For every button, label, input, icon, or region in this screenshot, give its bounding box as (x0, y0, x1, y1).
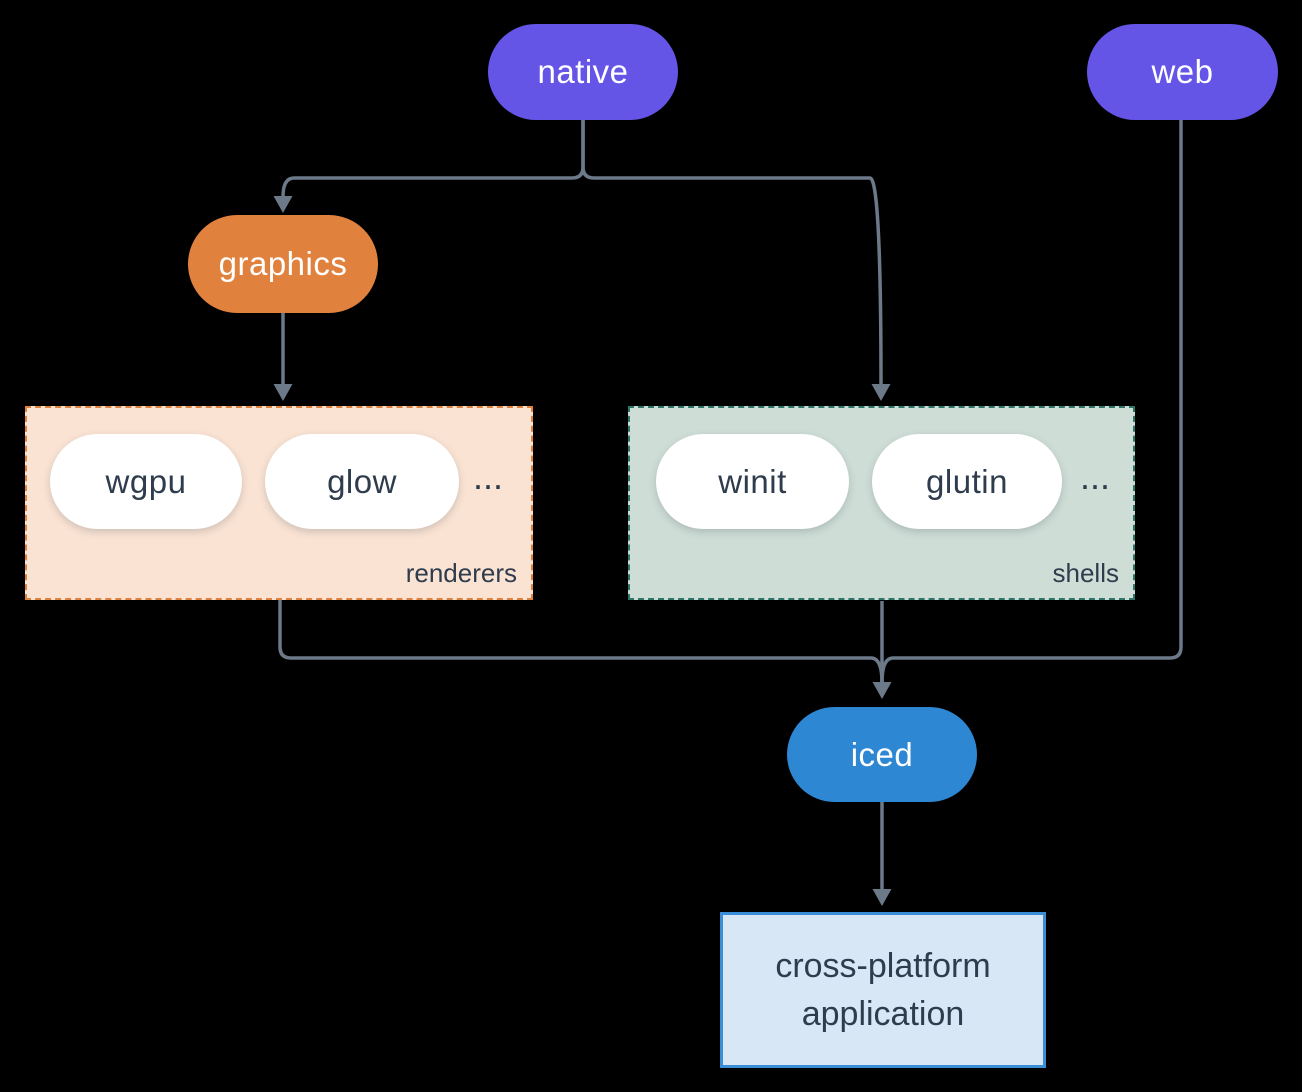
arrowhead-into-iced (872, 682, 892, 699)
edge-renderers-to-iced (278, 600, 884, 684)
node-cross-platform-application: cross-platform application (720, 912, 1046, 1068)
node-wgpu: wgpu (50, 434, 242, 529)
group-shells: winit glutin ... shells (628, 406, 1135, 600)
arrowhead-into-shells (871, 384, 891, 401)
node-web: web (1087, 24, 1278, 120)
edge-native-to-shells (581, 120, 883, 387)
arrowhead-into-graphics (273, 196, 293, 213)
arrowhead-into-renderers (273, 384, 293, 401)
arrowhead-into-application (872, 889, 892, 906)
application-label-line-1: cross-platform (775, 946, 991, 985)
node-graphics: graphics (188, 215, 378, 313)
shells-group-label: shells (1052, 558, 1119, 588)
shells-ellipsis: ... (1080, 456, 1111, 497)
node-winit: winit (656, 434, 849, 529)
node-native: native (488, 24, 678, 120)
group-renderers: wgpu glow ... renderers (25, 406, 533, 600)
application-label-line-2: application (801, 995, 965, 1033)
node-glutin: glutin (872, 434, 1062, 529)
edge-native-to-graphics (281, 120, 585, 198)
node-iced: iced (787, 707, 977, 802)
renderers-ellipsis: ... (473, 456, 504, 497)
renderers-group-label: renderers (405, 558, 517, 588)
node-glow: glow (265, 434, 459, 529)
